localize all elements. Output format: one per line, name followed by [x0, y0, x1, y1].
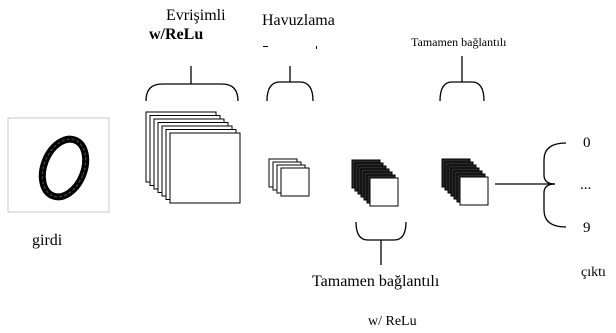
handwritten-zero-glyph: [38, 135, 90, 201]
fc-relu-feature-map-7: [369, 177, 399, 207]
input-label: girdi: [32, 232, 63, 249]
output-class-last: 9: [583, 220, 591, 236]
fc-bottom-bracket: [355, 221, 407, 265]
input-image: [7, 117, 110, 213]
fc-top-title: Tamamen bağlantılı: [411, 35, 507, 49]
conv-activation-label: w/ReLu: [149, 26, 204, 43]
pool-feature-map-4: [280, 167, 310, 197]
pooling-layer-stack: [268, 158, 310, 197]
fc-bottom-activation-label: w/ ReLu: [368, 314, 417, 329]
output-curly-bracket: [543, 142, 567, 228]
pool-title: Havuzlama: [262, 12, 335, 29]
fc-bottom-title: Tamamen bağlantılı: [312, 273, 440, 290]
fc-feature-map-7: [459, 176, 489, 206]
fc-top-bracket: [439, 56, 485, 102]
conv-layer-stack: [145, 111, 241, 204]
conv-bracket: [145, 66, 239, 102]
fc-relu-layer-stack: [351, 159, 399, 207]
conv-title: Evrişimli: [166, 7, 226, 24]
pool-title-marks: [263, 46, 317, 49]
conv-feature-map-7: [169, 132, 241, 204]
output-class-ellipsis: ...: [580, 177, 592, 193]
fc-layer-stack: [441, 158, 489, 206]
output-label: çıktı: [581, 265, 606, 280]
pool-bracket: [266, 66, 314, 102]
output-class-first: 0: [583, 135, 591, 151]
